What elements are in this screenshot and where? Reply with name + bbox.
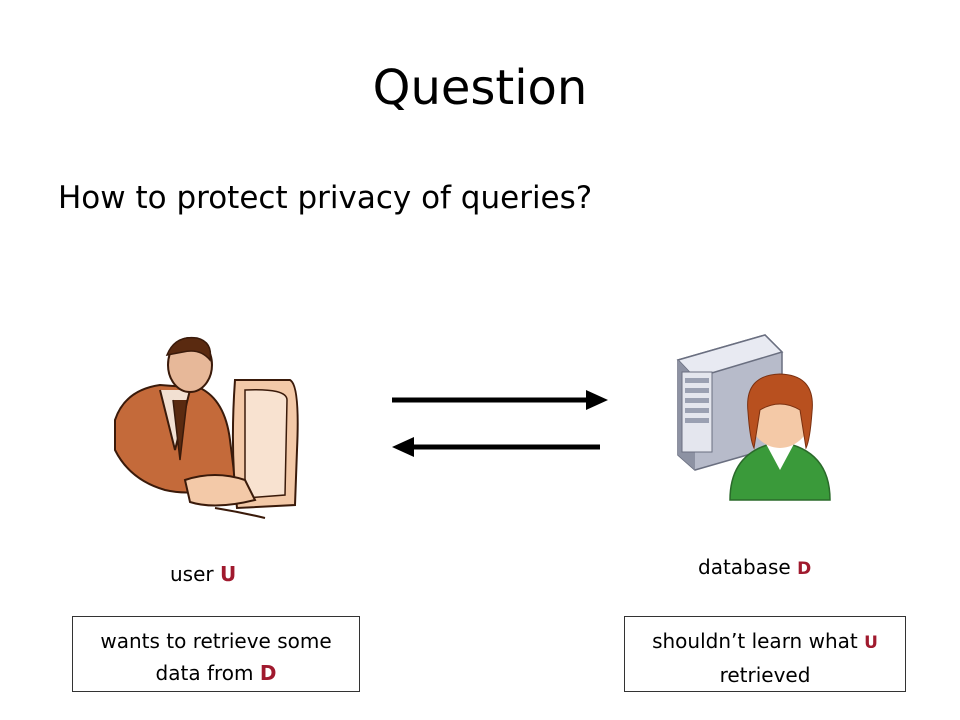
database-box-line-2: retrieved — [719, 663, 811, 687]
database-label: database D — [698, 555, 811, 579]
user-label-var: U — [219, 562, 237, 586]
user-label-prefix: user — [170, 562, 220, 586]
user-box-line-1: wants to retrieve some — [100, 629, 332, 653]
database-box-line-1-prefix: shouldn’t learn what — [652, 629, 865, 653]
user-box-line-2-prefix: data from — [155, 661, 260, 685]
slide-subtitle: How to protect privacy of queries? — [58, 180, 593, 216]
admin-person-icon — [729, 373, 831, 501]
person-at-computer-icon — [114, 336, 299, 519]
database-description-box: shouldn’t learn what U retrieved — [624, 616, 906, 692]
database-box-line-1-var: U — [864, 633, 878, 653]
database-server-icon — [676, 334, 831, 501]
database-label-prefix: database — [698, 555, 798, 579]
arrow-right-icon — [392, 390, 608, 410]
user-description-box: wants to retrieve some data from D — [72, 616, 360, 692]
user-box-line-2: data from D — [79, 657, 353, 689]
database-label-var: D — [797, 559, 812, 579]
database-box-line-1: shouldn’t learn what U — [631, 625, 899, 659]
user-box-line-2-var: D — [259, 661, 277, 685]
slide-title: Question — [372, 60, 588, 116]
arrow-left-icon — [392, 437, 600, 457]
user-label: user U — [170, 562, 236, 586]
